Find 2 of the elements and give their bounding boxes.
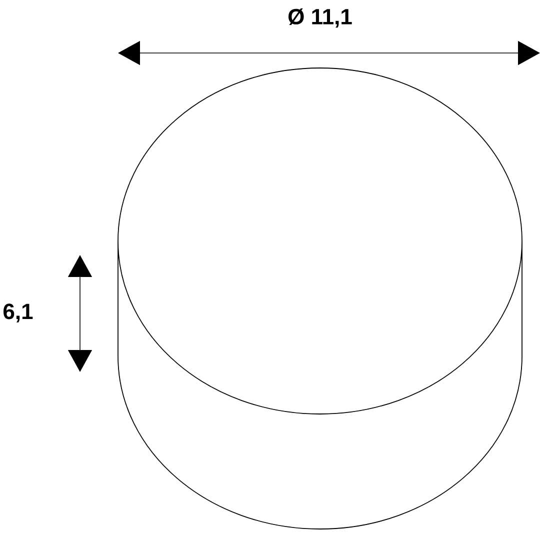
dimension-label: 6,1	[4, 304, 33, 322]
dimension-label: Ø 11,1	[288, 8, 352, 28]
